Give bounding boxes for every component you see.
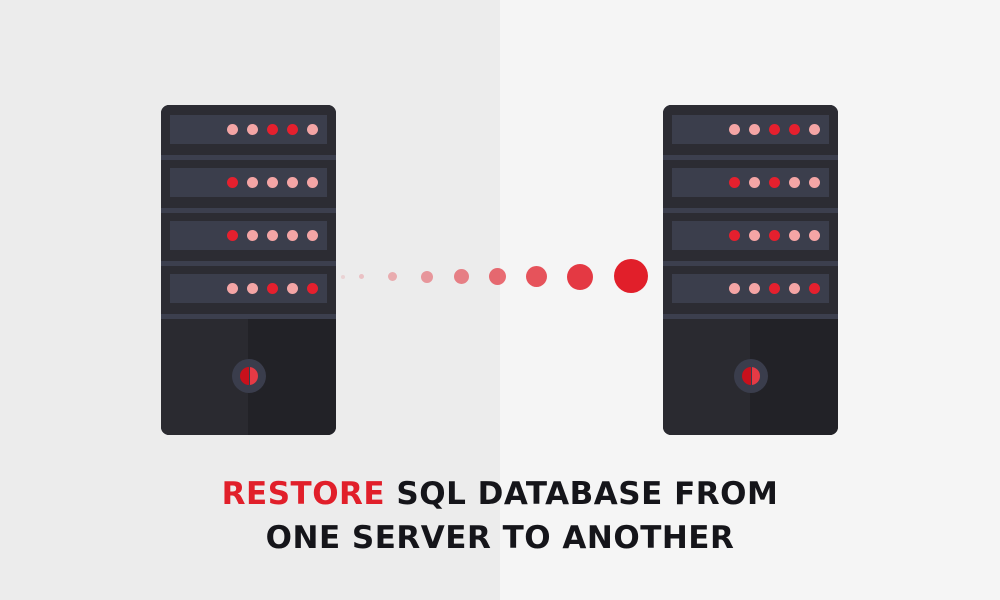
rack-separator [161,314,336,319]
transfer-dot [567,264,593,290]
status-led-icon [749,283,760,294]
status-led-icon [307,230,318,241]
rack-separator [161,261,336,266]
status-led-icon [287,177,298,188]
status-led-icon [789,124,800,135]
status-led-icon [227,230,238,241]
rack-separator [663,261,838,266]
status-led-icon [287,124,298,135]
rack-separator [663,208,838,213]
power-light-icon [240,367,258,385]
status-led-icon [267,177,278,188]
status-led-icon [789,283,800,294]
transfer-dot [388,272,397,281]
status-led-icon [247,230,258,241]
drive-bay [170,274,327,303]
drive-bay [672,115,829,144]
headline-highlight: RESTORE [221,476,386,512]
status-led-icon [769,177,780,188]
status-led-icon [809,177,820,188]
status-led-icon [809,124,820,135]
power-light-icon [742,367,760,385]
drive-bay [672,168,829,197]
status-led-icon [267,283,278,294]
status-led-icon [227,124,238,135]
rack-separator [663,155,838,160]
power-button-icon [232,359,266,393]
drive-bay [672,274,829,303]
destination-server-icon [663,105,838,435]
status-led-icon [307,177,318,188]
drive-bay [170,168,327,197]
status-led-icon [267,124,278,135]
transfer-dot [489,268,506,285]
status-led-icon [247,283,258,294]
status-led-icon [789,177,800,188]
status-led-icon [307,124,318,135]
transfer-dot [614,259,648,293]
status-led-icon [749,177,760,188]
headline-line-2: ONE SERVER TO ANOTHER [265,520,735,556]
drive-bay [170,221,327,250]
rack-separator [161,155,336,160]
status-led-icon [307,283,318,294]
drive-bay [672,221,829,250]
status-led-icon [267,230,278,241]
status-led-icon [227,177,238,188]
status-led-icon [287,283,298,294]
transfer-dot [526,266,547,287]
transfer-dot [359,274,364,279]
source-server-icon [161,105,336,435]
status-led-icon [749,230,760,241]
status-led-icon [287,230,298,241]
status-led-icon [729,230,740,241]
status-led-icon [729,283,740,294]
rack-separator [161,208,336,213]
power-button-icon [734,359,768,393]
status-led-icon [809,230,820,241]
headline-line-1: RESTORE SQL DATABASE FROM [0,472,1000,516]
status-led-icon [227,283,238,294]
headline: RESTORE SQL DATABASE FROM ONE SERVER TO … [0,472,1000,560]
status-led-icon [809,283,820,294]
status-led-icon [769,283,780,294]
headline-line-1-rest: SQL DATABASE FROM [385,476,779,512]
status-led-icon [769,124,780,135]
status-led-icon [769,230,780,241]
status-led-icon [729,177,740,188]
transfer-dot [454,269,469,284]
status-led-icon [729,124,740,135]
status-led-icon [247,177,258,188]
status-led-icon [247,124,258,135]
status-led-icon [749,124,760,135]
drive-bay [170,115,327,144]
transfer-dot [421,271,433,283]
status-led-icon [789,230,800,241]
rack-separator [663,314,838,319]
transfer-dot [341,275,345,279]
